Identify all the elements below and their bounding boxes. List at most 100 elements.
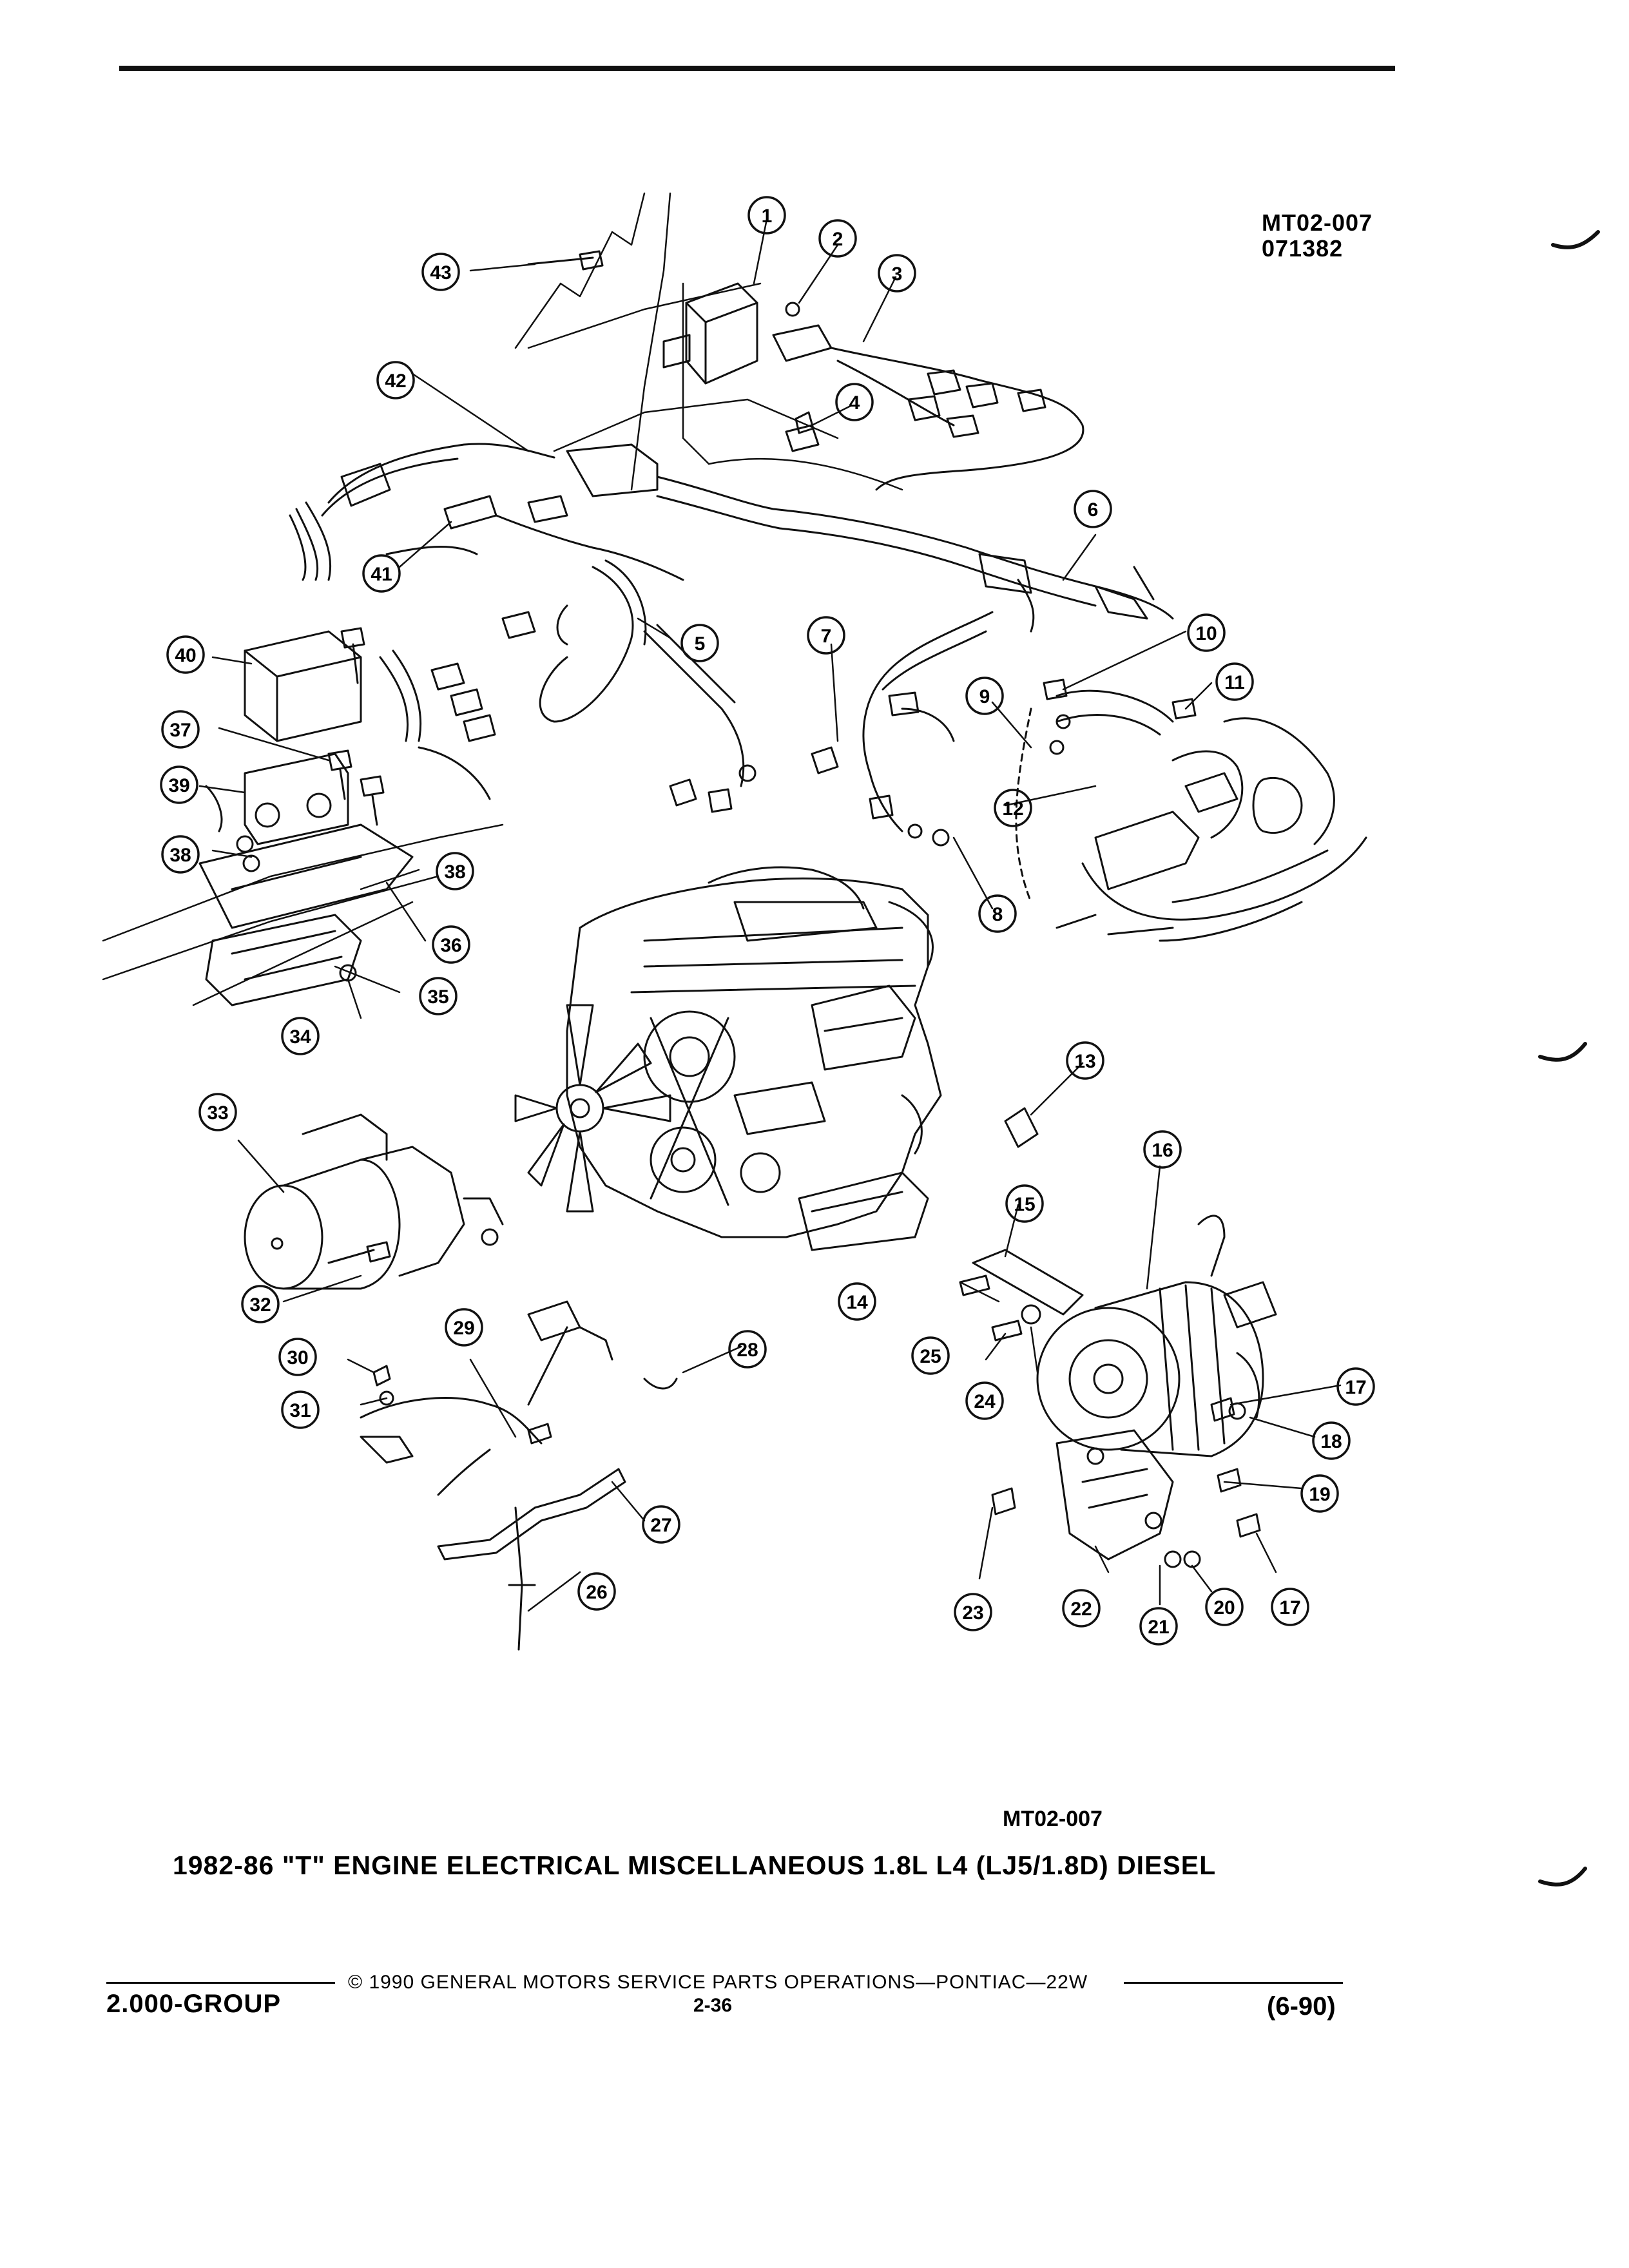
svg-text:10: 10 — [1195, 623, 1217, 644]
svg-text:30: 30 — [287, 1347, 308, 1369]
svg-text:36: 36 — [440, 935, 461, 956]
callout-20: 20 — [1205, 1588, 1244, 1626]
callout-42: 42 — [376, 361, 415, 399]
svg-text:5: 5 — [695, 633, 706, 655]
svg-text:7: 7 — [821, 626, 832, 647]
callout-5: 5 — [680, 624, 719, 662]
svg-text:38: 38 — [169, 845, 191, 866]
footer-rule-left — [106, 1982, 335, 1984]
fasteners — [236, 250, 1261, 1568]
group-number: 2.000-GROUP — [106, 1990, 282, 2018]
callout-31: 31 — [281, 1390, 320, 1429]
svg-text:9: 9 — [979, 686, 990, 707]
svg-text:43: 43 — [430, 262, 451, 284]
svg-text:16: 16 — [1152, 1140, 1173, 1161]
callout-3: 3 — [878, 254, 916, 293]
callout-9: 9 — [965, 677, 1004, 715]
part-engine-assembly — [566, 866, 942, 1251]
callout-8: 8 — [978, 894, 1017, 933]
svg-text:17: 17 — [1279, 1597, 1300, 1619]
callout-10: 10 — [1187, 613, 1226, 652]
svg-text:40: 40 — [175, 645, 196, 666]
part-alternator — [1036, 1215, 1277, 1457]
callout-17a: 17 — [1336, 1367, 1375, 1406]
callout-1: 1 — [747, 196, 786, 235]
callout-11: 11 — [1215, 662, 1254, 701]
callout-36: 36 — [432, 925, 470, 964]
callout-22: 22 — [1062, 1589, 1101, 1628]
margin-marks — [1538, 230, 1600, 1887]
svg-text:34: 34 — [289, 1026, 311, 1048]
leader-lines — [198, 218, 1342, 1612]
callout-40: 40 — [166, 635, 205, 674]
part-bracket-36 — [198, 823, 414, 1006]
callout-14: 14 — [838, 1282, 876, 1321]
callout-19: 19 — [1300, 1474, 1339, 1513]
callout-21: 21 — [1139, 1607, 1178, 1646]
callout-4: 4 — [835, 383, 874, 421]
part-main-wiring-harness — [289, 443, 1174, 633]
svg-text:37: 37 — [169, 720, 191, 741]
callout-39: 39 — [160, 765, 198, 804]
callout-34: 34 — [281, 1017, 320, 1055]
callout-17b: 17 — [1271, 1588, 1309, 1626]
callout-13: 13 — [1066, 1041, 1104, 1080]
part-starter-motor — [244, 1113, 504, 1290]
footer-rule-right — [1124, 1982, 1343, 1984]
callout-18: 18 — [1312, 1421, 1351, 1460]
svg-text:33: 33 — [207, 1102, 228, 1124]
part-vacuum-switch-assembly — [1015, 689, 1367, 942]
svg-text:22: 22 — [1070, 1599, 1092, 1620]
callout-26: 26 — [577, 1572, 616, 1611]
part-glow-relay-39 — [205, 753, 349, 845]
page-number: 2-36 — [693, 1995, 733, 2016]
callout-29: 29 — [445, 1308, 483, 1347]
svg-text:42: 42 — [385, 370, 406, 392]
svg-text:3: 3 — [892, 264, 903, 285]
figure-code: 071382 — [1262, 235, 1344, 262]
part-sensor-13 — [1004, 1107, 1039, 1148]
svg-text:26: 26 — [586, 1582, 607, 1603]
svg-text:20: 20 — [1213, 1597, 1235, 1619]
callout-30: 30 — [278, 1338, 317, 1376]
callout-28: 28 — [728, 1330, 767, 1369]
svg-text:32: 32 — [249, 1294, 271, 1316]
svg-text:17: 17 — [1345, 1377, 1366, 1398]
svg-text:41: 41 — [371, 564, 392, 585]
svg-text:8: 8 — [992, 904, 1003, 925]
svg-text:18: 18 — [1320, 1431, 1342, 1452]
svg-text:11: 11 — [1224, 672, 1245, 693]
part-small-connector — [785, 424, 820, 452]
copyright-text: © 1990 GENERAL MOTORS SERVICE PARTS OPER… — [348, 1972, 1088, 1993]
svg-text:38: 38 — [444, 861, 465, 883]
callout-35: 35 — [419, 977, 458, 1015]
callout-27: 27 — [642, 1505, 680, 1544]
svg-text:19: 19 — [1309, 1484, 1330, 1505]
callouts: 1 2 3 4 5 6 7 8 9 10 11 12 13 14 15 16 1… — [160, 196, 1375, 1646]
part-control-module-40 — [244, 630, 496, 800]
part-adjusting-strap — [972, 1249, 1084, 1316]
svg-text:15: 15 — [1014, 1194, 1035, 1215]
callout-6: 6 — [1074, 490, 1112, 528]
callout-43: 43 — [421, 253, 460, 291]
svg-text:21: 21 — [1148, 1617, 1169, 1638]
revision-date: (6-90) — [1267, 1992, 1336, 2021]
svg-text:29: 29 — [453, 1318, 474, 1339]
callout-38a: 38 — [161, 835, 200, 874]
callout-25: 25 — [911, 1336, 950, 1375]
part-connector-41 — [385, 495, 684, 581]
svg-text:1: 1 — [762, 206, 773, 227]
callout-2: 2 — [818, 219, 857, 258]
callout-12: 12 — [994, 789, 1032, 827]
svg-text:4: 4 — [849, 392, 860, 414]
part-relay-module — [662, 282, 758, 385]
svg-text:35: 35 — [427, 986, 448, 1008]
callout-15: 15 — [1005, 1184, 1044, 1223]
svg-text:39: 39 — [168, 775, 189, 796]
svg-text:12: 12 — [1002, 798, 1023, 820]
svg-text:6: 6 — [1088, 499, 1099, 521]
caption-figure-id: MT02-007 — [1003, 1807, 1103, 1831]
callout-24: 24 — [965, 1381, 1004, 1420]
part-cooling-fan — [514, 1004, 671, 1213]
svg-text:2: 2 — [833, 229, 843, 250]
